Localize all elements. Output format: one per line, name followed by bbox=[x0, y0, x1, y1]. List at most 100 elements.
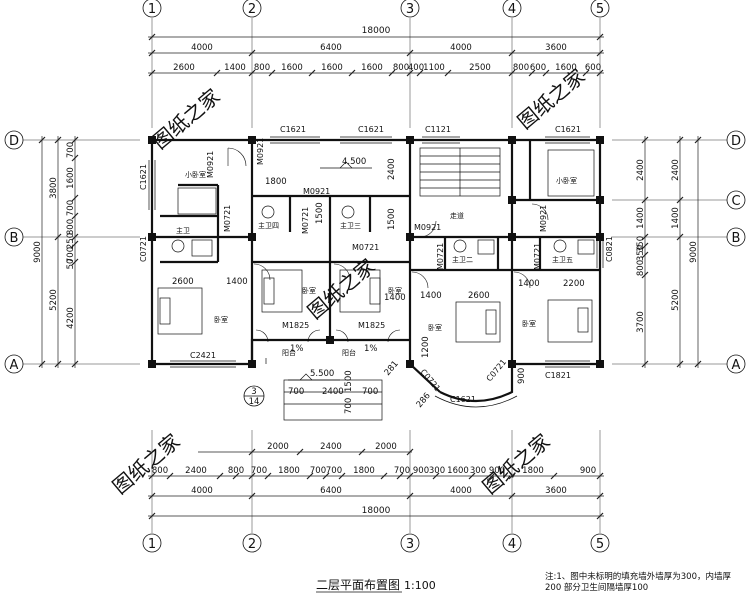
axis-label: 3 bbox=[406, 2, 414, 17]
label-m0721-e: M0721 bbox=[533, 243, 542, 270]
dim-top-detail: 400 bbox=[408, 63, 424, 73]
label-m0721-a: M0721 bbox=[223, 205, 232, 232]
dim-interior: 700 bbox=[288, 387, 304, 397]
dim-bottom-detail: 700 bbox=[326, 466, 342, 476]
label-c1621-d: C1621 bbox=[555, 125, 581, 134]
dim-left-mid: 3800 bbox=[49, 177, 59, 199]
right-dim-text: 2400 1400 350 350 800 3700 2400 1400 520… bbox=[636, 159, 699, 333]
axis-label: 4 bbox=[508, 2, 516, 17]
label-c0721-bay-b: C0721 bbox=[485, 358, 509, 384]
general-note: 注:1、图中未标明的填充墙外墙厚为300，内墙厚 200 部分卫生间隔墙厚100 bbox=[545, 572, 750, 594]
door-swings bbox=[227, 147, 549, 343]
label-c0721-bay-a: C0721 bbox=[418, 368, 442, 394]
axis-label: 5 bbox=[596, 2, 604, 17]
axis-label: 1 bbox=[148, 2, 156, 17]
dim-top-detail: 600 bbox=[585, 63, 601, 73]
windows bbox=[148, 136, 604, 368]
axis-label: D bbox=[9, 134, 19, 149]
dim-interior: 1500 bbox=[315, 202, 325, 224]
room-master-bath-left: 主卫 bbox=[176, 226, 190, 235]
dim-interior: 2600 bbox=[468, 291, 490, 301]
dim-interior: 1400 bbox=[420, 291, 442, 301]
label-m0721-b: M0721 bbox=[301, 207, 310, 234]
dim-left-inner: 700 bbox=[66, 142, 76, 158]
label-m0921-e: M0921 bbox=[539, 205, 548, 232]
axis-label: A bbox=[10, 358, 19, 373]
dim-bottom-detail: 1800 bbox=[353, 466, 375, 476]
dim-interior: 700 bbox=[344, 398, 354, 414]
furniture bbox=[157, 149, 595, 343]
slope-a: 1% bbox=[290, 344, 304, 354]
room-balcony-2: 阳台 bbox=[342, 348, 356, 357]
walls bbox=[150, 138, 602, 408]
dim-bottom-total: 18000 bbox=[362, 506, 391, 516]
dim-right-inner: 350 bbox=[636, 236, 646, 252]
label-c1621-left: C1621 bbox=[139, 164, 148, 190]
dim-top-detail: 1100 bbox=[423, 63, 445, 73]
dim-left-inner: 250 bbox=[66, 233, 76, 249]
watermark-5: 图纸之家 bbox=[478, 429, 555, 499]
dim-bottom-detail: 900 bbox=[580, 466, 596, 476]
dim-right-inner: 3700 bbox=[636, 311, 646, 333]
left-dim-text: 9000 3800 5200 700 1600 700 800 250 700 … bbox=[33, 142, 76, 329]
dim-top-detail: 600 bbox=[530, 63, 546, 73]
columns bbox=[148, 136, 604, 368]
dim-top-detail: 1600 bbox=[555, 63, 577, 73]
drawing-scale: 1:100 bbox=[404, 579, 436, 592]
dim-right-mid: 1400 bbox=[671, 207, 681, 229]
dim-top-detail: 1600 bbox=[321, 63, 343, 73]
dim-bottom-detail: 900 bbox=[489, 466, 505, 476]
axis-bubbles bbox=[4, 0, 746, 553]
note-line-2: 200 部分卫生间隔墙厚100 bbox=[545, 583, 649, 593]
label-c1121: C1121 bbox=[425, 125, 451, 134]
axis-label: A bbox=[732, 358, 741, 373]
dim-bottom-bay: 4000 bbox=[191, 486, 213, 496]
dim-interior: 1800 bbox=[265, 177, 287, 187]
dim-bottom-detail: 1800 bbox=[522, 466, 544, 476]
label-c0721: C0721 bbox=[139, 236, 148, 262]
bottom-dim-lines bbox=[148, 448, 604, 520]
drawing-title-text: 二层平面布置图 bbox=[316, 578, 401, 592]
dim-bottom-bay: 3600 bbox=[545, 486, 567, 496]
section-mark: 3 14 bbox=[243, 385, 265, 407]
dim-top-bay: 4000 bbox=[191, 43, 213, 53]
dim-bottom-detail: 700 bbox=[394, 466, 410, 476]
interior-dims: 1800 2400 1500 1500 2600 1400 1400 1400 … bbox=[172, 158, 585, 414]
axis-label: B bbox=[10, 231, 19, 246]
level-labels: 4.500 5.500 1% 1% bbox=[290, 157, 378, 379]
room-bed-5: 卧室 bbox=[522, 319, 536, 328]
room-master-bath-c: 主卫二 bbox=[452, 255, 473, 264]
dim-bottom-detail: 800 bbox=[228, 466, 244, 476]
dim-interior: 700 bbox=[362, 387, 378, 397]
room-balcony-1: 阳台 bbox=[282, 348, 296, 357]
dim-bottom-bay: 6400 bbox=[320, 486, 342, 496]
dim-bottom-mid: 2000 bbox=[375, 442, 397, 452]
dim-top-detail: 1600 bbox=[361, 63, 383, 73]
dim-top-bay: 6400 bbox=[320, 43, 342, 53]
dim-bottom-mid: 2400 bbox=[320, 442, 342, 452]
dim-top-total: 18000 bbox=[362, 26, 391, 36]
dim-left-outer: 9000 bbox=[33, 241, 43, 263]
dim-interior: 900 bbox=[517, 368, 527, 384]
room-master-bath-d: 主卫五 bbox=[552, 255, 573, 264]
dim-interior: 281 bbox=[383, 359, 401, 378]
label-c1621-a: C1621 bbox=[280, 125, 306, 134]
dim-top-detail: 2500 bbox=[469, 63, 491, 73]
label-m0721-c: M0721 bbox=[352, 243, 379, 252]
note-line-1: 注:1、图中未标明的填充墙外墙厚为300，内墙厚 bbox=[545, 572, 731, 582]
room-master-bath-b: 主卫三 bbox=[340, 221, 361, 230]
dim-interior: 1400 bbox=[518, 279, 540, 289]
dim-bottom-detail: 300 bbox=[429, 466, 445, 476]
dim-interior: 1200 bbox=[421, 336, 431, 358]
dim-right-inner: 2400 bbox=[636, 159, 646, 181]
dim-top-detail: 800 bbox=[513, 63, 529, 73]
axis-label: D bbox=[731, 134, 741, 149]
dim-interior: 1500 bbox=[344, 370, 354, 392]
room-bed-left: 卧室 bbox=[214, 315, 228, 324]
slope-b: 1% bbox=[364, 344, 378, 354]
balcony-steps bbox=[265, 358, 383, 421]
room-bed-2: 卧室 bbox=[302, 286, 316, 295]
dim-bottom-detail: 700 bbox=[310, 466, 326, 476]
label-m0921-c: M0921 bbox=[303, 187, 330, 196]
label-m0921-d: M0921 bbox=[414, 223, 441, 232]
